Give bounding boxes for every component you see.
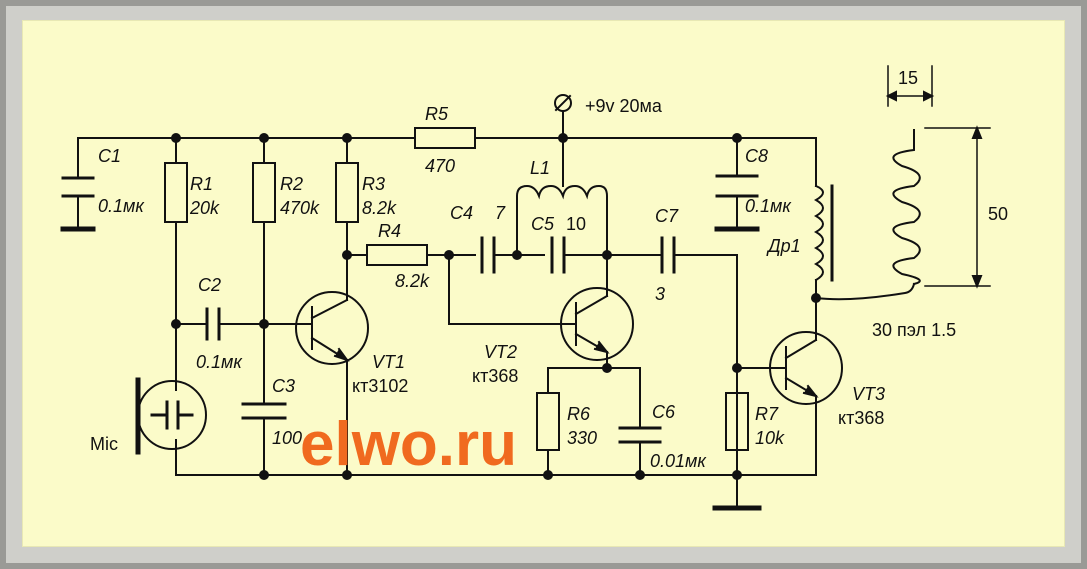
r3-body — [335, 162, 359, 223]
r6-value: 330 — [567, 428, 597, 448]
c4-plates — [480, 236, 496, 274]
coil-pitch: 15 — [898, 68, 918, 88]
vt3-body — [769, 331, 843, 405]
c8-value: 0.1мк — [745, 196, 792, 216]
r4-value: 8.2k — [395, 271, 430, 291]
vt3-type: кт368 — [838, 408, 884, 428]
c4-name: C4 — [450, 203, 473, 223]
r3-value: 8.2k — [362, 198, 397, 218]
c7-name: C7 — [655, 206, 679, 226]
r1-name: R1 — [190, 174, 213, 194]
r3-name: R3 — [362, 174, 385, 194]
junctions — [171, 133, 821, 480]
c5-plates — [550, 236, 566, 274]
c1-plates — [61, 176, 95, 198]
supply-terminal — [554, 94, 572, 112]
r4-name: R4 — [378, 221, 401, 241]
c6-name: C6 — [652, 402, 676, 422]
vt3-name: VT3 — [852, 384, 885, 404]
r4-body — [366, 244, 428, 266]
dr1-coil — [813, 184, 824, 282]
r1-body — [164, 162, 188, 223]
vt1-body — [295, 291, 369, 365]
c6-plates — [618, 426, 662, 444]
dr1-name: Др1 — [766, 236, 801, 256]
vt1-type: кт3102 — [352, 376, 408, 396]
l1-name: L1 — [530, 158, 550, 178]
c8-name: C8 — [745, 146, 768, 166]
r2-body — [252, 162, 276, 223]
r7-body — [725, 392, 749, 451]
c7-plates — [660, 236, 676, 274]
supply-label: +9v 20ма — [585, 96, 663, 116]
c2-name: C2 — [198, 275, 221, 295]
c5-value: 10 — [566, 214, 586, 234]
antenna-coil — [892, 129, 921, 286]
vt2-type: кт368 — [472, 366, 518, 386]
r6-body — [536, 392, 560, 451]
mic-body — [137, 380, 207, 450]
r7-value: 10k — [755, 428, 785, 448]
schematic-panel — [22, 20, 1065, 547]
vt1-name: VT1 — [372, 352, 405, 372]
vt2-name: VT2 — [484, 342, 517, 362]
c3-value: 100 — [272, 428, 302, 448]
l1-coil — [516, 184, 608, 256]
c2-value: 0.1мк — [196, 352, 243, 372]
r5-value: 470 — [425, 156, 455, 176]
c4-value: 7 — [495, 203, 506, 223]
c5-name: C5 — [531, 214, 555, 234]
c7-value: 3 — [655, 284, 665, 304]
c8-plates — [715, 174, 759, 198]
c1-value: 0.1мк — [98, 196, 145, 216]
coil-length: 50 — [988, 204, 1008, 224]
r6-name: R6 — [567, 404, 591, 424]
c3-name: C3 — [272, 376, 295, 396]
r2-value: 470k — [280, 198, 320, 218]
watermark: elwo.ru — [300, 410, 517, 479]
r2-name: R2 — [280, 174, 303, 194]
coil-wire: 30 пэл 1.5 — [872, 320, 956, 340]
c3-plates — [241, 402, 287, 420]
r5-name: R5 — [425, 104, 449, 124]
mic-label: Mic — [90, 434, 118, 454]
c6-value: 0.01мк — [650, 451, 707, 471]
r1-value: 20k — [189, 198, 220, 218]
c1-name: C1 — [98, 146, 121, 166]
r5-body — [414, 127, 476, 149]
r7-name: R7 — [755, 404, 779, 424]
c2-plates — [205, 307, 221, 341]
